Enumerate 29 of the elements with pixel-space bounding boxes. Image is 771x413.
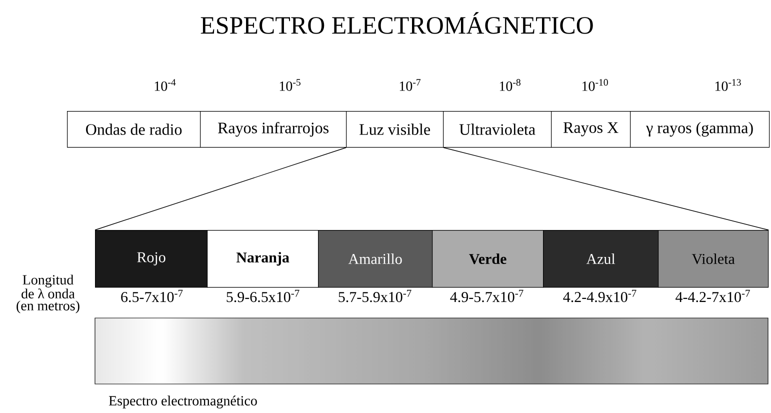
color-cell: Naranja: [207, 230, 319, 288]
band-cell: Luz visible: [346, 111, 444, 148]
color-cell: Azul: [543, 230, 659, 288]
band-cell: γ rayos (gamma): [630, 111, 770, 148]
band-cell: Rayos infrarrojos: [200, 111, 347, 148]
band-cell: Ondas de radio: [67, 111, 201, 148]
exponent-label: 10$^{-8}$: [500, 79, 520, 91]
band-cell: Rayos X: [551, 111, 631, 148]
color-cell: Rojo: [95, 230, 208, 288]
wavelength-label: 4.9-5.7x10$^{-7}$: [450, 290, 524, 302]
zoom-line: [94, 147, 346, 230]
caption: Espectro electromagnético: [108, 396, 257, 408]
wavelength-label: 6.5-7x10$^{-7}$: [121, 290, 183, 302]
wavelength-label: 4.2-4.9x10$^{-7}$: [563, 290, 636, 302]
zoom-line: [443, 147, 769, 230]
exponent-label: 10$^{-5}$: [280, 79, 300, 91]
exponent-label: 10$^{-7}$: [400, 79, 421, 91]
title: ESPECTRO ELECTROMÁGNETICO: [200, 12, 593, 34]
exponent-label: 10$^{-10}$: [582, 79, 608, 91]
wavelength-label: 4-4.2-7x10$^{-7}$: [676, 290, 750, 302]
exponent-label: 10$^{-13}$: [715, 79, 741, 91]
wavelength-label: 5.7-5.9x10$^{-7}$: [338, 290, 412, 302]
band-cell: Ultravioleta: [443, 111, 552, 148]
color-cell: Verde: [432, 230, 544, 288]
exponent-label: 10$^{-4}$: [154, 79, 176, 91]
wavelength-label: 5.9-6.5x10$^{-7}$: [226, 290, 300, 302]
color-cell: Violeta: [658, 230, 769, 288]
color-cell: Amarillo: [318, 230, 433, 288]
axis-label: Longitud de λ onda (en metros): [16, 274, 80, 314]
